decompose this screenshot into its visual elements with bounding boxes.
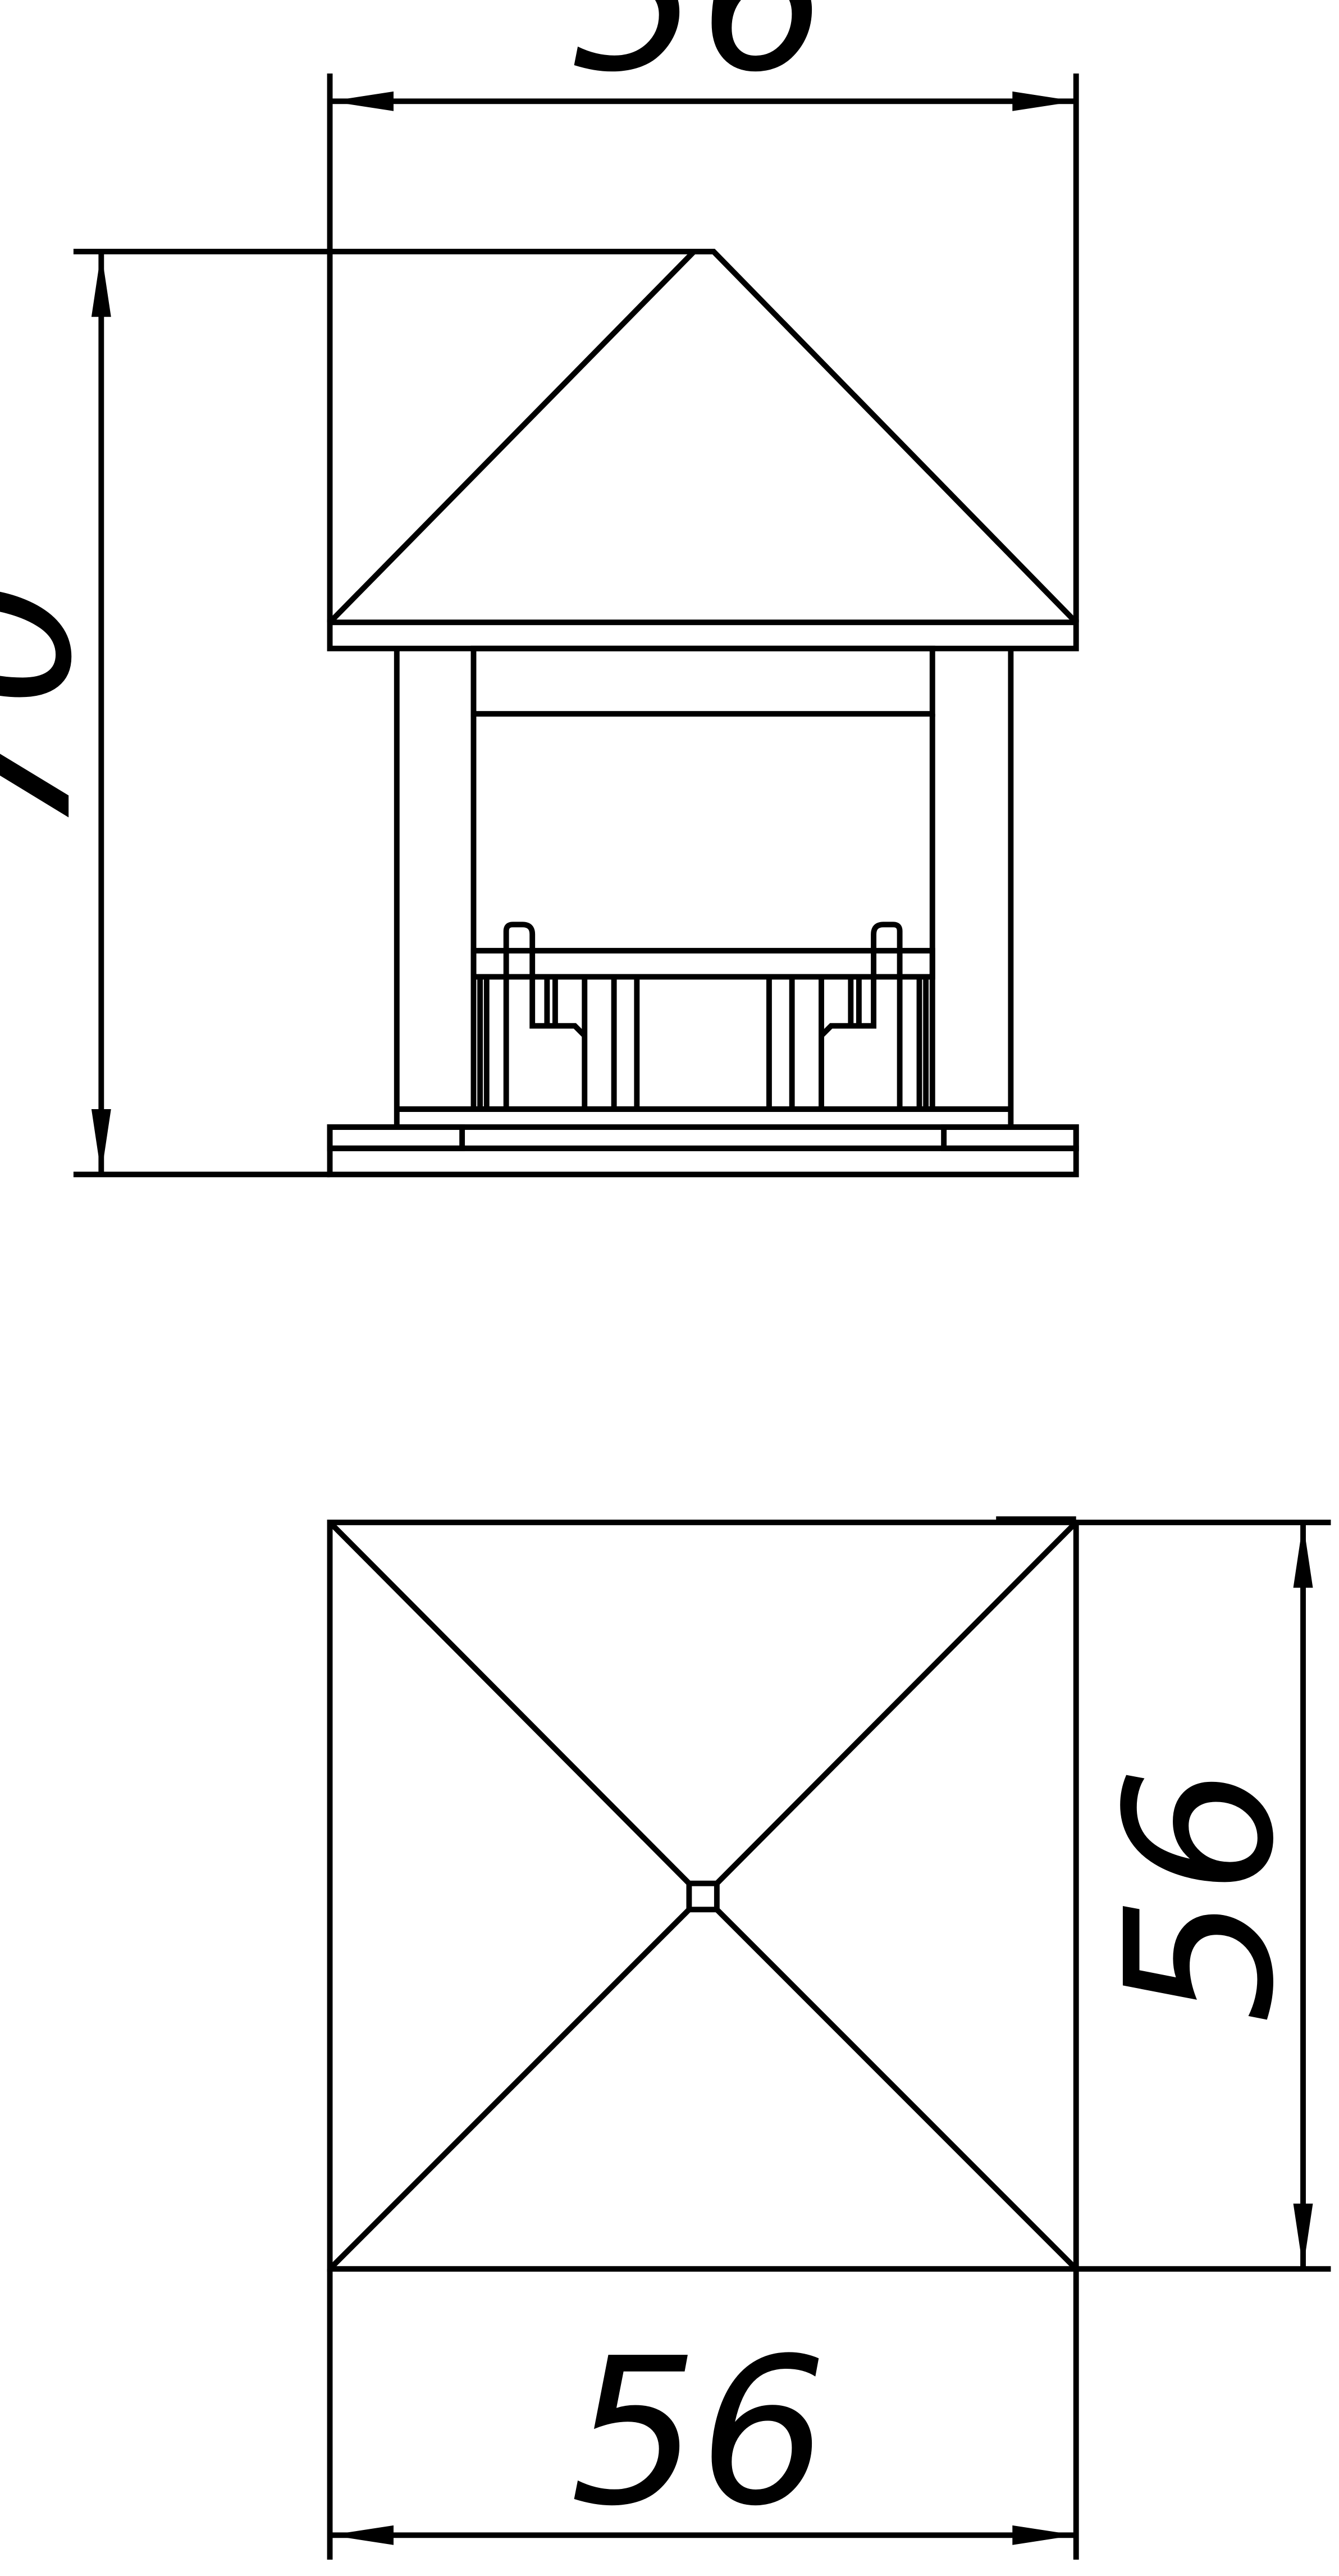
roof (327, 248, 1079, 651)
walls (394, 645, 1014, 1127)
dimension-label-top-width: 56 (570, 2315, 828, 2551)
dimension-top-height: 56 (1076, 1519, 1331, 2272)
roof-apex (686, 1880, 720, 1913)
base (327, 1106, 1079, 1178)
table (470, 947, 935, 1109)
dimension-label-front-height: 70 (0, 578, 117, 836)
bench-left (477, 922, 587, 1109)
dimension-front-height: 70 (0, 248, 714, 1178)
dimension-top-width: 56 (327, 2269, 1079, 2560)
bench-right (819, 922, 929, 1109)
top-view: 56 56 (327, 1516, 1331, 2560)
dimension-label-front-width: 56 (570, 0, 828, 117)
dimension-front-width: 56 (327, 0, 1079, 623)
front-view: 56 70 (0, 0, 1079, 1178)
dimension-label-top-height: 56 (1083, 1766, 1319, 2024)
roof-plan (327, 1516, 1079, 2272)
